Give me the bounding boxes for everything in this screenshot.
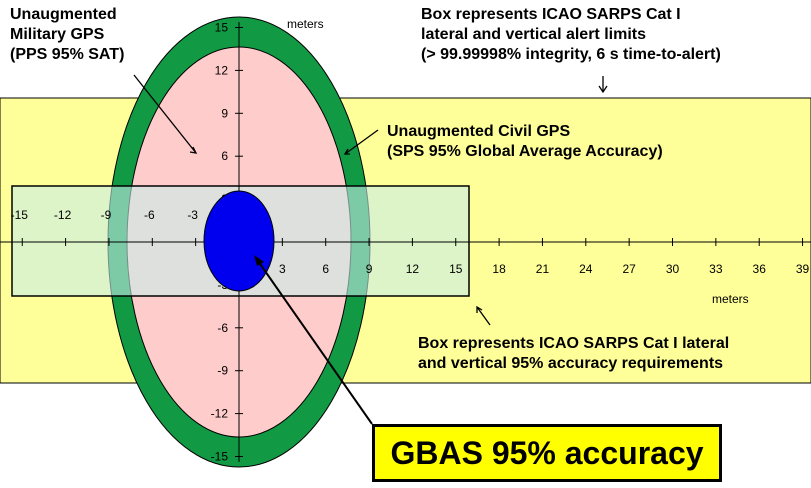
civil-arrow [344,129,379,155]
military-arrow-head [189,146,198,154]
military-gps-line-2: Military GPS [10,26,105,43]
x-tick-label: 18 [492,262,506,276]
accuracy-arrow-head [476,305,483,313]
x-tick-label: -15 [11,208,29,222]
gbas-accuracy-label: GBAS 95% accuracy [372,424,722,482]
civil-arrow-head [343,148,350,155]
x-tick-label: 9 [366,262,373,276]
y-tick-label: -6 [217,321,228,335]
x-tick-label: 12 [406,262,420,276]
x-tick-label: 21 [536,262,550,276]
military-gps-label: Unaugmented Military GPS (PPS 95% SAT) [10,5,124,65]
accuracy-requirements-label: Box represents ICAO SARPS Cat I lateral … [418,334,729,374]
pointer-arrows [133,74,608,425]
military-arrow [133,74,197,154]
x-tick-label: 33 [709,262,723,276]
accuracy-requirements-line-2: and vertical 95% accuracy requirements [418,355,724,372]
x-tick-label: -6 [144,208,155,222]
x-tick-label: 39 [796,262,810,276]
gbas-arrow-head [254,255,264,266]
alert-limits-label: Box represents ICAO SARPS Cat I lateral … [421,5,721,65]
alert-limits-line-1: Box represents ICAO SARPS Cat I [421,6,681,23]
y-tick-label: 9 [221,106,228,120]
x-tick-label: -12 [54,208,72,222]
x-tick-label: 6 [322,262,329,276]
accuracy-requirements-line-1: Box represents ICAO SARPS Cat I lateral [418,335,730,352]
y-tick-label: -12 [211,407,229,421]
x-tick-label: -9 [101,208,112,222]
y-tick-label: 6 [221,149,228,163]
y-axis-unit: meters [287,17,324,31]
y-tick-label: 15 [215,21,229,35]
x-tick-label: 24 [579,262,593,276]
x-tick-label: 36 [753,262,767,276]
alert-limits-line-3: (> 99.99998% integrity, 6 s time-to-aler… [421,46,721,63]
x-tick-label: 15 [449,262,463,276]
gbas-arrow [257,260,373,425]
y-tick-label: -15 [211,450,229,464]
military-gps-line-3: (PPS 95% SAT) [10,46,125,63]
x-tick-label: -3 [187,208,198,222]
x-axis-unit: meters [712,292,749,306]
alert-arrow-head [598,85,608,94]
accuracy-arrow [476,306,491,326]
x-tick-label: 27 [622,262,636,276]
y-tick-label: -9 [217,364,228,378]
x-tick-label: 3 [279,262,286,276]
civil-gps-label: Unaugmented Civil GPS (SPS 95% Global Av… [387,122,663,162]
alert-limits-line-2: lateral and vertical alert limits [421,26,646,43]
civil-gps-line-2: (SPS 95% Global Average Accuracy) [387,143,663,160]
military-gps-line-1: Unaugmented [10,6,117,23]
gbas-ellipse [203,190,275,292]
x-tick-label: 30 [666,262,680,276]
civil-gps-line-1: Unaugmented Civil GPS [387,123,571,140]
y-tick-label: 12 [215,63,229,77]
